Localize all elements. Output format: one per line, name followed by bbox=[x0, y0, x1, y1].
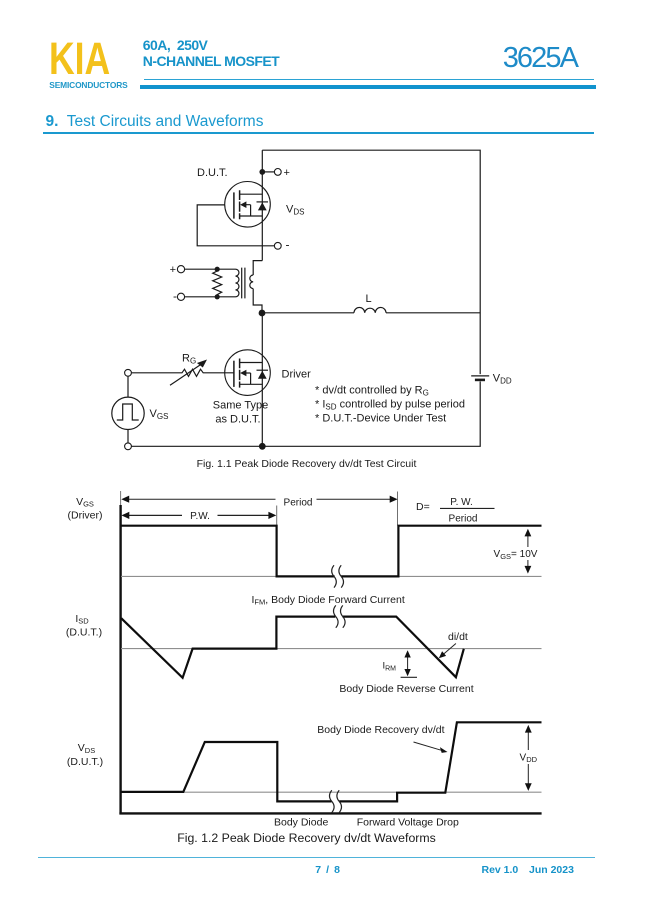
svg-text:* ISD controlled by pulse peri: * ISD controlled by pulse period bbox=[315, 398, 465, 411]
svg-text:-: - bbox=[286, 238, 290, 252]
svg-text:VDD: VDD bbox=[493, 372, 512, 385]
svg-text:RG: RG bbox=[182, 352, 196, 365]
svg-text:P. W.: P. W. bbox=[450, 497, 473, 508]
svg-text:as D.U.T.: as D.U.T. bbox=[215, 413, 260, 425]
svg-text:IRM: IRM bbox=[382, 661, 396, 673]
svg-text:VGS: VGS bbox=[76, 496, 94, 509]
svg-text:IFM, Body Diode Forward Curren: IFM, Body Diode Forward Current bbox=[252, 594, 405, 607]
svg-text:VDS: VDS bbox=[286, 204, 304, 217]
svg-text:Fig. 1.2 Peak Diode Recovery d: Fig. 1.2 Peak Diode Recovery dv/dt Wavef… bbox=[177, 831, 436, 845]
svg-text:di/dt: di/dt bbox=[448, 631, 468, 643]
svg-text:D=: D= bbox=[416, 501, 430, 513]
svg-text:(Driver): (Driver) bbox=[68, 510, 103, 522]
svg-text:-: - bbox=[173, 289, 177, 303]
svg-text:+: + bbox=[170, 264, 176, 276]
svg-text:(D.U.T.): (D.U.T.) bbox=[67, 756, 103, 768]
svg-text:P.W.: P.W. bbox=[190, 511, 210, 522]
svg-text:* dv/dt controlled by RG: * dv/dt controlled by RG bbox=[315, 384, 429, 397]
svg-text:VDD: VDD bbox=[520, 752, 538, 764]
svg-text:* D.U.T.-Device Under Test: * D.U.T.-Device Under Test bbox=[315, 413, 446, 425]
svg-text:Fig. 1.1 Peak Diode Recovery d: Fig. 1.1 Peak Diode Recovery dv/dt Test … bbox=[197, 458, 417, 470]
svg-text:L: L bbox=[366, 293, 372, 305]
svg-text:Body Diode Recovery dv/dt: Body Diode Recovery dv/dt bbox=[317, 724, 444, 736]
svg-text:VDS: VDS bbox=[78, 742, 95, 755]
svg-text:ISD: ISD bbox=[75, 613, 89, 626]
svg-text:Same Type: Same Type bbox=[213, 400, 268, 412]
svg-text:Driver: Driver bbox=[282, 368, 312, 380]
svg-text:Period: Period bbox=[449, 514, 478, 525]
svg-text:Body Diode: Body Diode bbox=[274, 816, 328, 828]
svg-text:VGS= 10V: VGS= 10V bbox=[494, 549, 538, 561]
svg-text:Period: Period bbox=[284, 497, 313, 508]
svg-text:+: + bbox=[284, 167, 290, 179]
svg-text:(D.U.T.): (D.U.T.) bbox=[66, 627, 102, 639]
svg-text:D.U.T.: D.U.T. bbox=[197, 167, 228, 179]
svg-text:VGS: VGS bbox=[150, 408, 169, 421]
svg-text:Forward Voltage Drop: Forward Voltage Drop bbox=[357, 816, 459, 828]
svg-text:Body Diode Reverse Current: Body Diode Reverse Current bbox=[339, 683, 473, 695]
